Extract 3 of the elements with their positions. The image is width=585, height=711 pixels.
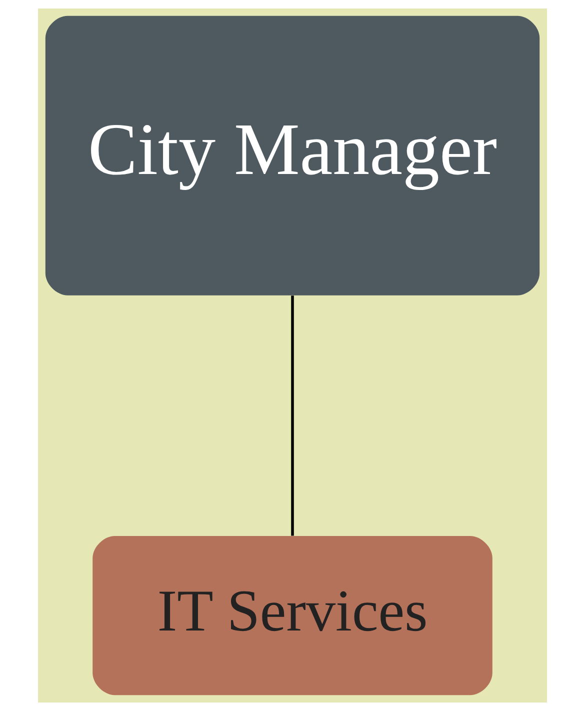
node-box: City Manager [45,16,540,296]
node-box: IT Services [92,536,492,696]
connector [291,296,294,536]
